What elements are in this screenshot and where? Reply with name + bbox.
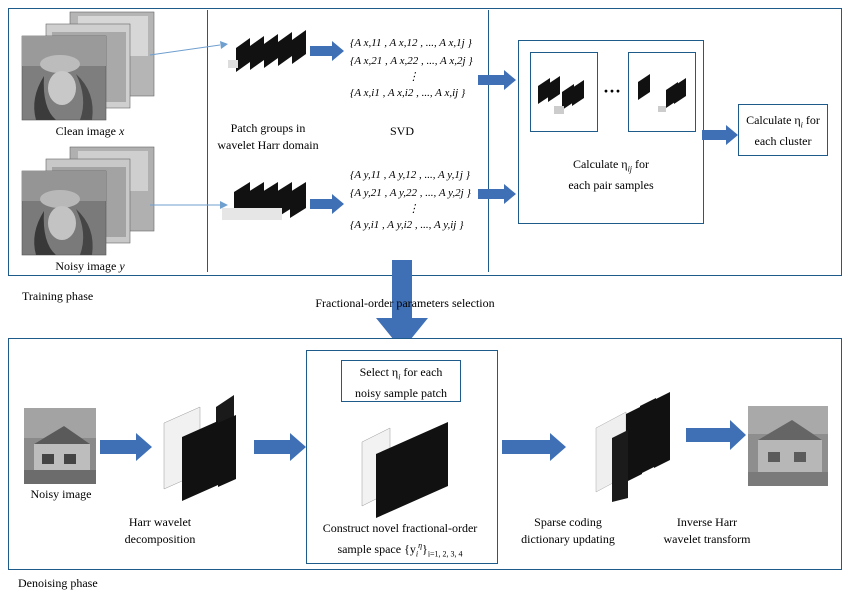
- construct-box: [306, 350, 498, 564]
- patch-groups-label: Patch groups in wavelet Harr domain: [217, 121, 319, 152]
- arrow-to-inverse: [686, 420, 746, 450]
- matrix-x-row: {A x,11 , A x,12 , ..., A x,1j }: [350, 37, 472, 49]
- clean-image-stack: [21, 11, 155, 121]
- arrow-to-pair-clean: [478, 70, 516, 90]
- arrow-to-svd-clean: [310, 41, 344, 61]
- matrix-y-vdots: ⋮: [408, 203, 419, 215]
- construct-label: Construct novel fractional-order sample …: [322, 521, 478, 559]
- sparse-label: Sparse coding dictionary updating: [521, 515, 615, 546]
- select-label: Select ηi for each noisy sample patch: [355, 365, 447, 401]
- construct-sample-space: [361, 422, 448, 518]
- calc-cluster-label: Calculate ηi for each cluster: [746, 113, 820, 149]
- matrix-x-row: {A x,i1 , A x,i2 , ..., A x,ij }: [350, 87, 466, 99]
- arrow-to-harr: [100, 433, 152, 461]
- patch-group-clean: [228, 30, 306, 72]
- pair-sample-patch-1: [538, 76, 584, 114]
- select-box: [341, 360, 461, 402]
- harr-decomposition: [163, 395, 236, 501]
- calc-pair-label: Calculate ηij for each pair samples: [568, 157, 654, 193]
- pair-sample-frame-1: [530, 52, 598, 132]
- harr-label: Harr wavelet decomposition: [124, 515, 196, 546]
- matrix-y-row: {A y,21 , A y,22 , ..., A y,2j }: [350, 187, 471, 199]
- middle-label: Fractional-order parameters selection: [315, 296, 495, 310]
- thin-arrow-noisy: [150, 201, 228, 209]
- training-separator-1: [207, 10, 208, 272]
- denoise-noisy-image: [24, 408, 96, 484]
- matrix-y-row: {A y,11 , A y,12 , ..., A y,1j }: [350, 169, 471, 181]
- matrix-x: {A x,11 , A x,12 , ..., A x,1j } {A x,21…: [350, 36, 480, 100]
- patch-group-noisy: [222, 182, 306, 220]
- denoising-phase-label: Denoising phase: [18, 576, 98, 590]
- matrix-x-row: {A x,21 , A x,22 , ..., A x,2j }: [350, 55, 473, 67]
- pair-sample-frame-2: [628, 52, 696, 132]
- training-phase-label: Training phase: [22, 289, 94, 303]
- training-separator-2: [488, 10, 489, 272]
- arrow-to-sparse: [502, 433, 566, 461]
- arrow-to-svd-noisy: [310, 194, 344, 214]
- inverse-label: Inverse Harr wavelet transform: [663, 515, 751, 546]
- pair-dots: ···: [602, 81, 621, 101]
- pair-sample-patch-2: [638, 74, 686, 112]
- arrow-to-construct: [254, 433, 306, 461]
- arrow-to-cluster: [702, 125, 738, 145]
- matrix-x-vdots: ⋮: [408, 71, 419, 83]
- matrix-y: {A y,11 , A y,12 , ..., A y,1j } {A y,21…: [350, 168, 480, 232]
- arrow-down-middle: [376, 260, 428, 350]
- calc-cluster-box: [738, 104, 828, 156]
- denoise-output-image: [748, 406, 828, 486]
- sparse-coding-patches: [595, 392, 670, 502]
- clean-image-label: Clean image x: [55, 124, 125, 138]
- svd-label: SVD: [389, 124, 414, 138]
- arrow-to-pair-noisy: [478, 184, 516, 204]
- noisy-image-stack: [21, 146, 155, 256]
- thin-arrow-clean: [149, 41, 228, 56]
- denoise-noisy-label: Noisy image: [30, 487, 92, 501]
- matrix-y-row: {A y,i1 , A y,i2 , ..., A y,ij }: [350, 219, 464, 231]
- noisy-image-label: Noisy image y: [55, 259, 125, 273]
